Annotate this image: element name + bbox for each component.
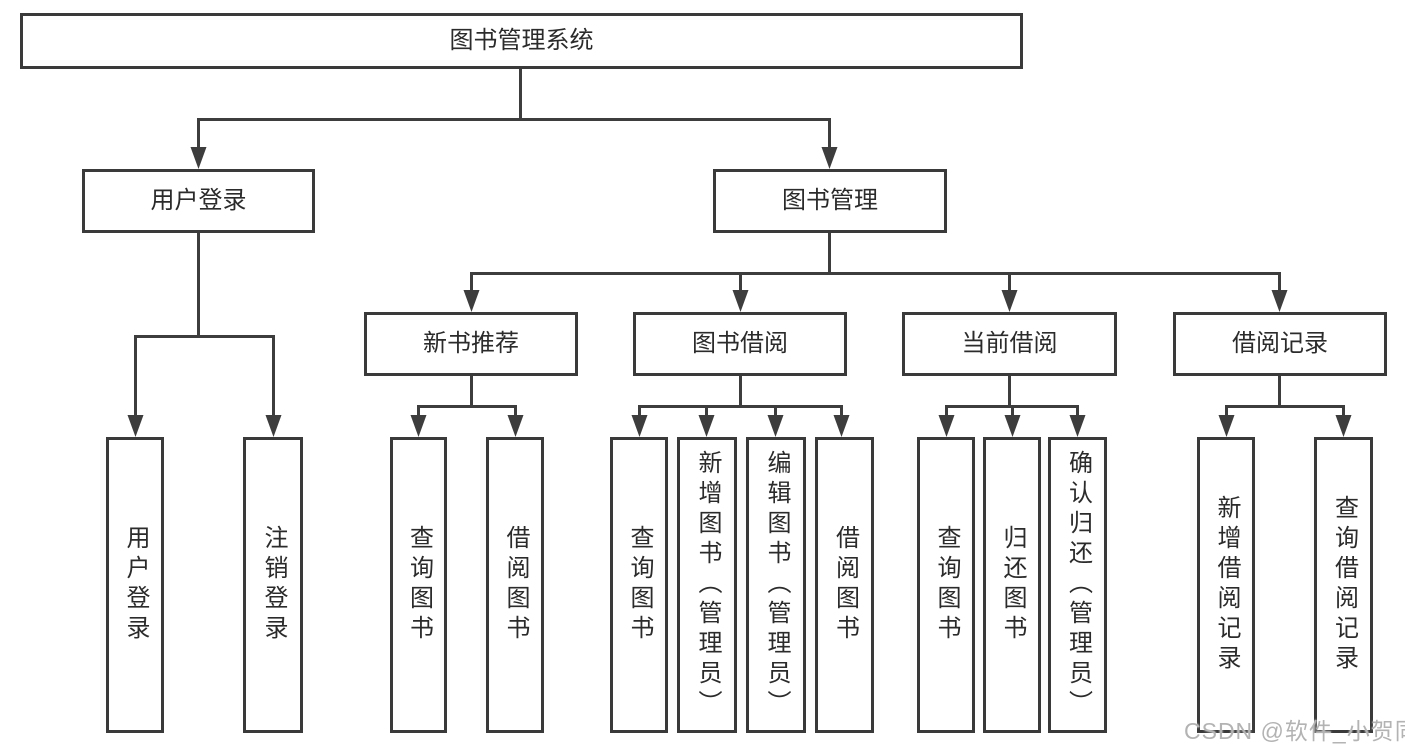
node-label: 用户登录 xyxy=(150,186,247,214)
leaf-query-books: 查询图书 xyxy=(610,437,668,733)
leaf-logout: 注销登录 xyxy=(243,437,303,733)
node-new-book-recommendation: 新书推荐 xyxy=(364,312,578,376)
node-label: 新书推荐 xyxy=(423,329,519,357)
leaf-query-books: 查询图书 xyxy=(917,437,975,733)
leaf-user-login: 用户登录 xyxy=(106,437,164,733)
node-label: 查询图书 xyxy=(626,525,653,645)
node-label: 图书借阅 xyxy=(692,329,788,357)
node-label: 图书管理 xyxy=(782,186,878,214)
node-label: 当前借阅 xyxy=(961,329,1058,357)
node-book-management: 图书管理 xyxy=(713,169,947,233)
leaf-query-books: 查询图书 xyxy=(390,437,447,733)
node-label: 查询图书 xyxy=(933,525,960,645)
leaf-edit-books-admin: 编辑图书（管理员） xyxy=(746,437,806,733)
node-label: 新增图书（管理员） xyxy=(694,450,721,720)
leaf-return-books: 归还图书 xyxy=(983,437,1041,733)
arrow-down-icon xyxy=(127,147,1352,437)
node-label: 确认归还（管理员） xyxy=(1064,450,1092,720)
node-label: 图书管理系统 xyxy=(449,26,594,54)
node-label: 注销登录 xyxy=(260,525,287,645)
leaf-query-borrow-record: 查询借阅记录 xyxy=(1314,437,1373,733)
node-label: 用户登录 xyxy=(122,525,149,645)
leaf-add-borrow-record: 新增借阅记录 xyxy=(1197,437,1255,733)
leaf-borrow-books: 借阅图书 xyxy=(815,437,874,733)
node-label: 查询借阅记录 xyxy=(1330,495,1358,675)
node-user-login: 用户登录 xyxy=(82,169,315,233)
csdn-watermark: CSDN @软件_小贺同学 xyxy=(1184,718,1405,744)
node-label: 新增借阅记录 xyxy=(1213,495,1240,675)
node-label: 借阅图书 xyxy=(831,525,859,645)
node-label: 编辑图书（管理员） xyxy=(763,450,790,720)
node-label: 查询图书 xyxy=(405,525,433,645)
node-borrowing-records: 借阅记录 xyxy=(1173,312,1387,376)
leaf-add-books-admin: 新增图书（管理员） xyxy=(677,437,737,733)
leaf-confirm-return-admin: 确认归还（管理员） xyxy=(1048,437,1107,733)
node-library-management-system: 图书管理系统 xyxy=(20,13,1023,69)
leaf-borrow-books: 借阅图书 xyxy=(486,437,544,733)
node-label: 借阅记录 xyxy=(1232,329,1328,357)
node-book-borrowing: 图书借阅 xyxy=(633,312,847,376)
node-label: 归还图书 xyxy=(999,525,1026,645)
node-label: 借阅图书 xyxy=(502,525,529,645)
node-current-borrowing: 当前借阅 xyxy=(902,312,1117,376)
